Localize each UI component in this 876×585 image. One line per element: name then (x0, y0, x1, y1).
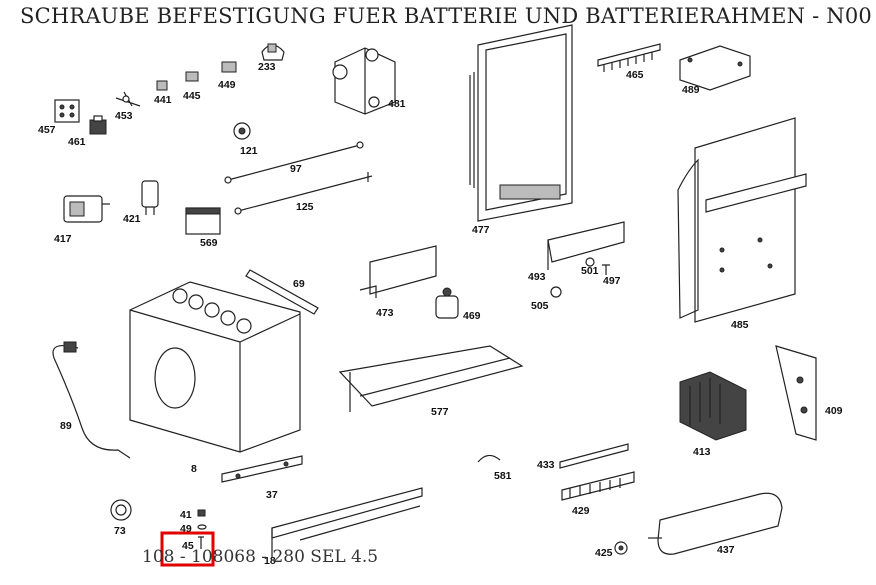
part-473-drawing[interactable] (359, 245, 437, 298)
page-title: SCHRAUBE BEFESTIGUNG FUER BATTERIE UND B… (20, 4, 872, 28)
label-73: 73 (114, 525, 126, 537)
label-473: 473 (376, 307, 394, 319)
label-501: 501 (581, 265, 599, 277)
part-41-drawing[interactable] (197, 509, 206, 517)
label-425: 425 (595, 547, 613, 559)
part-233-drawing[interactable] (261, 43, 285, 61)
part-493-drawing[interactable] (547, 221, 625, 270)
part-461-left-drawing[interactable] (89, 115, 107, 135)
part-69-drawing[interactable] (245, 269, 319, 315)
part-437-drawing[interactable] (648, 492, 783, 555)
label-409: 409 (825, 405, 843, 417)
part-89-cable-drawing[interactable] (52, 341, 131, 459)
label-121: 121 (240, 145, 258, 157)
part-121-drawing[interactable] (233, 122, 251, 140)
label-581: 581 (494, 470, 512, 482)
label-18: 18 (264, 555, 276, 567)
label-505: 505 (531, 300, 549, 312)
label-497: 497 (603, 275, 621, 287)
part-445-drawing[interactable] (185, 71, 199, 82)
label-445: 445 (183, 90, 201, 102)
label-429: 429 (572, 505, 590, 517)
label-41: 41 (180, 509, 192, 521)
part-569-drawing[interactable] (185, 207, 221, 235)
part-505-drawing[interactable] (550, 286, 562, 298)
highlight-box-part-45 (160, 531, 215, 567)
label-69: 69 (293, 278, 305, 290)
part-97-drawing[interactable] (224, 141, 364, 184)
label-449: 449 (218, 79, 236, 91)
part-481-drawing[interactable] (332, 47, 396, 115)
label-481: 481 (388, 98, 406, 110)
part-73-drawing[interactable] (110, 499, 132, 521)
part-8-battery-drawing[interactable] (129, 281, 301, 453)
part-453-drawing[interactable] (115, 91, 141, 107)
label-45: 45 (182, 540, 194, 552)
label-469: 469 (463, 310, 481, 322)
part-449-drawing[interactable] (221, 61, 237, 73)
part-417-drawing[interactable] (63, 195, 110, 223)
label-89: 89 (60, 420, 72, 432)
label-489: 489 (682, 84, 700, 96)
label-465: 465 (626, 69, 644, 81)
label-37: 37 (266, 489, 278, 501)
part-465-drawing[interactable] (597, 43, 661, 72)
part-501-drawing[interactable] (585, 257, 595, 267)
part-413-drawing[interactable] (679, 371, 747, 441)
part-433-drawing[interactable] (559, 443, 629, 469)
label-8: 8 (191, 463, 197, 475)
label-437: 437 (717, 544, 735, 556)
part-421-drawing[interactable] (141, 180, 159, 215)
part-409-drawing[interactable] (775, 345, 817, 441)
label-97: 97 (290, 163, 302, 175)
part-477-drawing[interactable] (469, 24, 573, 222)
model-caption: 108 - 108068 - 280 SEL 4.5 (142, 547, 379, 567)
part-441-drawing[interactable] (156, 80, 168, 91)
label-413: 413 (693, 446, 711, 458)
part-497-drawing[interactable] (602, 264, 610, 275)
label-461-left: 461 (68, 136, 86, 148)
label-441: 441 (154, 94, 172, 106)
label-125: 125 (296, 201, 314, 213)
part-425-drawing[interactable] (614, 541, 628, 555)
label-417: 417 (54, 233, 72, 245)
part-469-drawing[interactable] (435, 287, 459, 319)
label-477: 477 (472, 224, 490, 236)
part-18-drawing[interactable] (271, 487, 423, 558)
label-569: 569 (200, 237, 218, 249)
part-37-drawing[interactable] (221, 455, 303, 483)
label-577: 577 (431, 406, 449, 418)
label-457: 457 (38, 124, 56, 136)
part-457-drawing[interactable] (54, 99, 80, 123)
label-485: 485 (731, 319, 749, 331)
label-453: 453 (115, 110, 133, 122)
part-577-drawing[interactable] (338, 345, 524, 412)
label-49: 49 (180, 523, 192, 535)
label-421: 421 (123, 213, 141, 225)
part-45-drawing[interactable] (198, 536, 204, 549)
label-493: 493 (528, 271, 546, 283)
part-429-drawing[interactable] (561, 471, 635, 501)
part-581-drawing[interactable] (477, 454, 501, 463)
part-485-drawing[interactable] (677, 117, 807, 323)
part-125-drawing[interactable] (234, 172, 373, 215)
label-233: 233 (258, 61, 276, 73)
part-489-drawing[interactable] (679, 45, 751, 91)
label-433: 433 (537, 459, 555, 471)
part-49-drawing[interactable] (197, 524, 207, 530)
